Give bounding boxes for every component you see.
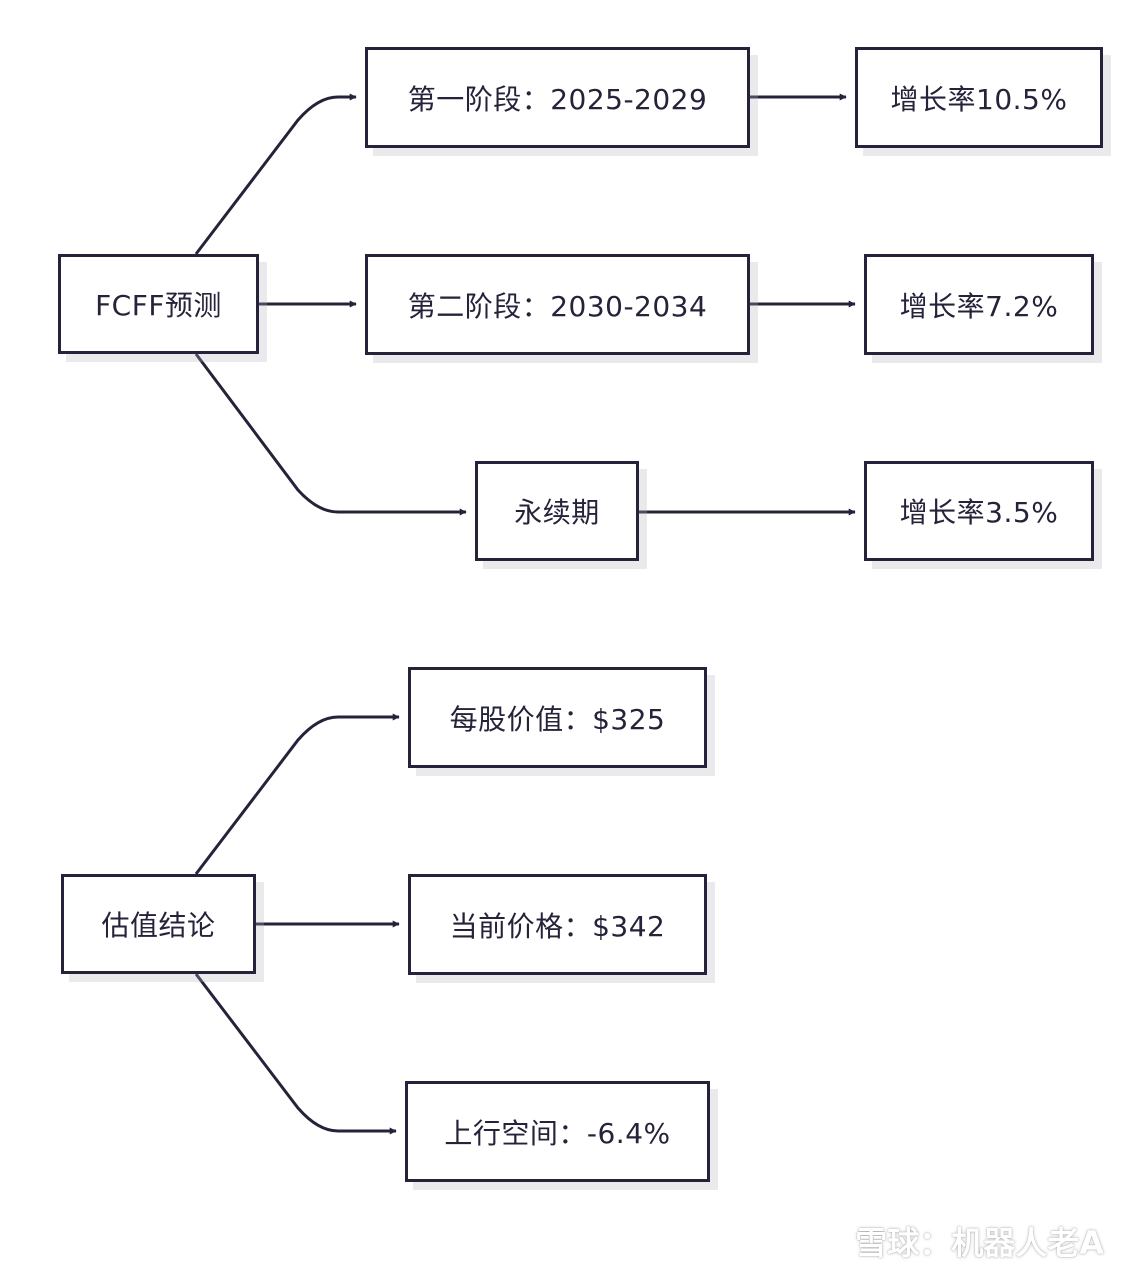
edge-conclusion-value bbox=[194, 713, 400, 875]
node-valuation-conclusion: 估值结论 bbox=[61, 874, 256, 974]
node-current-price: 当前价格：$342 bbox=[408, 874, 707, 975]
node-upside: 上行空间：-6.4% bbox=[405, 1081, 710, 1182]
node-growth-rate-1: 增长率10.5% bbox=[855, 47, 1103, 148]
edge-conclusion-upside bbox=[194, 973, 397, 1135]
watermark-text: 雪球：机器人老A bbox=[855, 1224, 1104, 1262]
node-stage-one: 第一阶段：2025-2029 bbox=[365, 47, 750, 148]
node-growth-rate-3: 增长率3.5% bbox=[864, 461, 1094, 561]
edge-root-stage3 bbox=[194, 353, 467, 516]
node-stage-two: 第二阶段：2030-2034 bbox=[365, 254, 750, 355]
node-fcff-forecast: FCFF预测 bbox=[58, 254, 259, 354]
xueqiu-logo-icon bbox=[812, 1224, 847, 1258]
node-perpetual: 永续期 bbox=[475, 461, 639, 561]
node-growth-rate-2: 增长率7.2% bbox=[864, 254, 1094, 355]
node-value-per-share: 每股价值：$325 bbox=[408, 667, 707, 768]
edge-root-stage1 bbox=[194, 93, 357, 255]
watermark: 雪球：机器人老A bbox=[811, 1218, 1104, 1264]
